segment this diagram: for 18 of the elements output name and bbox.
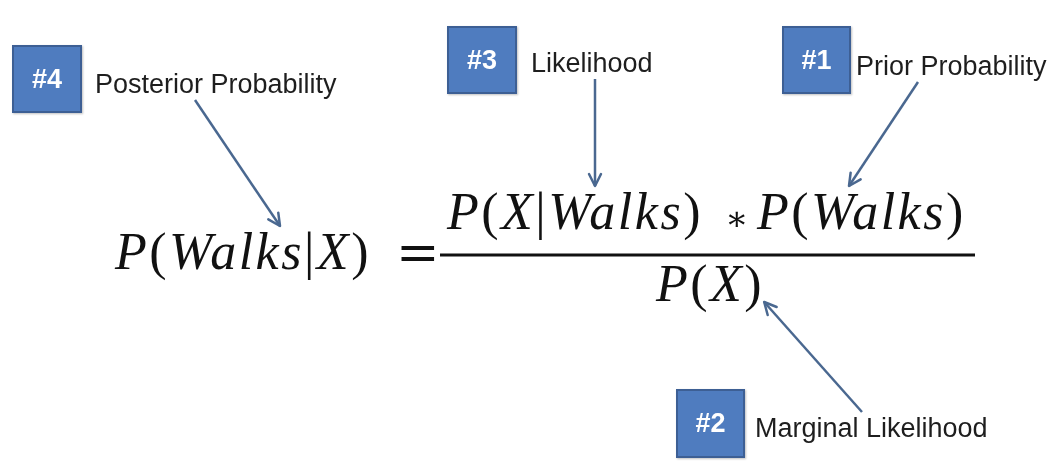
term-label: Likelihood — [531, 47, 653, 79]
multiplication-sign: ∗ — [725, 201, 749, 235]
arrow — [193, 99, 282, 228]
term-label: Prior Probability — [856, 50, 1047, 82]
formula-term: P(Walks|X) — [115, 226, 371, 278]
term-label: Posterior Probability — [95, 68, 337, 100]
arrow — [587, 79, 603, 188]
formula-term: P(Walks) — [757, 186, 966, 238]
number-badge: #2 — [676, 389, 745, 458]
number-badge: #3 — [447, 26, 517, 94]
formula-term: P(X|Walks) — [447, 186, 703, 238]
term-label: Marginal Likelihood — [755, 412, 988, 444]
arrow — [762, 300, 863, 413]
equals-sign: = — [396, 226, 440, 278]
formula-term: P(X) — [656, 258, 765, 310]
number-badge: #1 — [782, 26, 851, 94]
arrow — [847, 81, 920, 188]
number-badge: #4 — [12, 45, 82, 113]
